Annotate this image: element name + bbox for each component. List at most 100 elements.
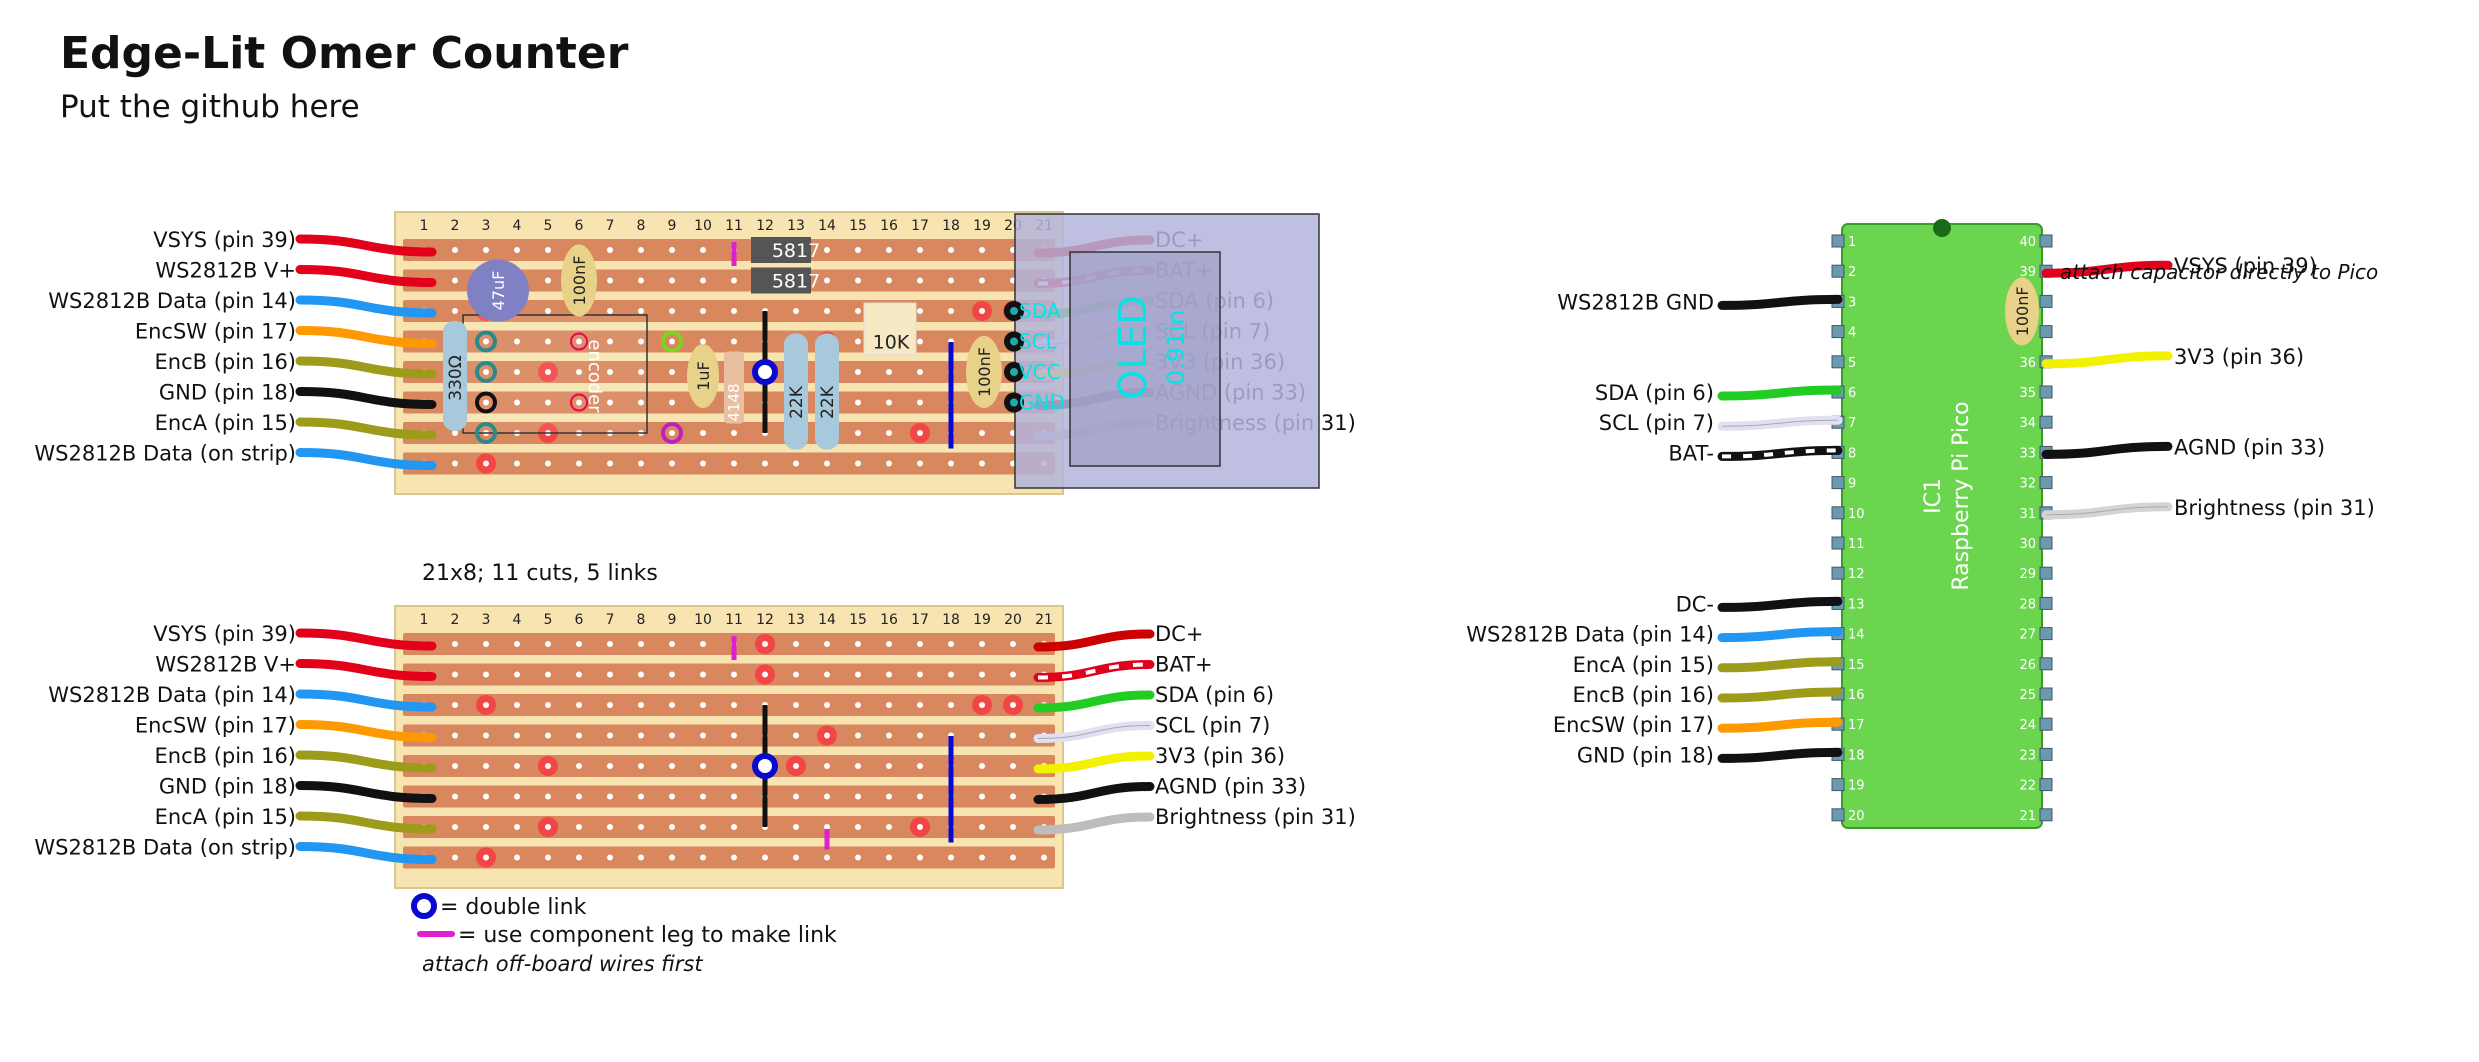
strip-hole bbox=[917, 369, 923, 375]
strip-hole bbox=[731, 671, 737, 678]
diode-4148-label: 4148 bbox=[725, 383, 743, 421]
strip-hole bbox=[731, 308, 737, 314]
strip-hole bbox=[545, 277, 551, 284]
strip-hole bbox=[576, 732, 582, 739]
resistor-22k bbox=[784, 333, 808, 450]
column-number: 13 bbox=[787, 612, 805, 628]
strip-hole bbox=[669, 277, 675, 284]
pico-wire-right bbox=[2041, 260, 2173, 278]
strip-hole bbox=[483, 247, 489, 253]
pico-pin bbox=[2039, 687, 2053, 701]
strip-hole bbox=[917, 338, 923, 345]
wire-right-label: Brightness (pin 31) bbox=[1155, 805, 1356, 829]
pico-wire-right bbox=[2041, 441, 2173, 459]
pico-pin bbox=[2039, 294, 2053, 308]
pico-wire-left-label: SCL (pin 7) bbox=[1599, 411, 1714, 435]
strip-hole bbox=[886, 277, 892, 284]
strip-hole bbox=[979, 277, 985, 284]
strip-hole bbox=[545, 338, 551, 345]
encoder-pin bbox=[570, 332, 588, 351]
pico-wire-outline bbox=[1721, 419, 1839, 427]
wire-left-label: WS2812B Data (pin 14) bbox=[48, 289, 296, 313]
wire-right-label: DC+ bbox=[1155, 622, 1203, 646]
strip-hole bbox=[886, 430, 892, 436]
track-cut-hole bbox=[545, 824, 551, 830]
wire-right-label: BAT+ bbox=[1155, 653, 1213, 677]
pico-pin-number: 19 bbox=[1848, 779, 1865, 794]
column-number: 17 bbox=[911, 218, 929, 234]
strip-hole bbox=[793, 824, 799, 830]
capacitor-100nf-right-label: 100nF bbox=[975, 347, 994, 397]
strip-hole bbox=[452, 308, 458, 314]
strip-hole bbox=[545, 793, 551, 800]
pico-pin bbox=[1831, 355, 1845, 369]
copper-strip bbox=[403, 422, 1055, 444]
strip-hole bbox=[793, 671, 799, 678]
strip-hole bbox=[638, 763, 644, 769]
strip-hole bbox=[731, 793, 737, 800]
strip-hole bbox=[948, 247, 954, 253]
strip-hole bbox=[948, 277, 954, 284]
pico-wire-left bbox=[1717, 687, 1843, 703]
strip-hole bbox=[576, 671, 582, 678]
pico-pin-number: 24 bbox=[2019, 718, 2036, 733]
strip-hole bbox=[607, 854, 613, 861]
strip-hole bbox=[514, 460, 520, 467]
strip-hole bbox=[514, 854, 520, 861]
strip-hole bbox=[607, 308, 613, 314]
strip-hole bbox=[793, 854, 799, 861]
strip-hole bbox=[855, 308, 861, 314]
pico-pin-number: 13 bbox=[1848, 597, 1865, 612]
potentiometer-10k bbox=[863, 302, 917, 356]
wire-left-label: WS2812B V+ bbox=[155, 259, 296, 283]
strip-hole bbox=[1010, 763, 1016, 769]
strip-hole bbox=[793, 793, 799, 800]
wire-right bbox=[1033, 690, 1155, 713]
pico-pin-number: 29 bbox=[2019, 567, 2036, 582]
strip-hole bbox=[886, 763, 892, 769]
strip-hole bbox=[979, 430, 985, 436]
pico-cap-note: attach capacitor directly to Pico bbox=[2060, 260, 2378, 284]
pico-pin-number: 36 bbox=[2019, 356, 2036, 371]
oled-pin-label: SCL bbox=[1019, 330, 1058, 354]
strip-hole bbox=[824, 308, 830, 314]
wire-left-label: WS2812B Data (on strip) bbox=[34, 836, 296, 860]
wire-left bbox=[295, 659, 437, 681]
capacitor-100nf-label: 100nF bbox=[570, 256, 589, 306]
strip-hole bbox=[824, 277, 830, 284]
pico-pin-number: 26 bbox=[2019, 658, 2036, 673]
strip-hole bbox=[824, 671, 830, 678]
strip-hole bbox=[824, 247, 830, 253]
oled-label: OLED bbox=[1111, 295, 1155, 399]
strip-hole bbox=[700, 247, 706, 253]
track-cut-hole bbox=[917, 430, 923, 436]
column-number: 15 bbox=[849, 218, 867, 234]
strip-hole bbox=[855, 641, 861, 647]
strip-hole bbox=[669, 854, 675, 861]
strip-hole bbox=[700, 854, 706, 861]
column-number: 10 bbox=[694, 612, 712, 628]
strip-hole bbox=[855, 277, 861, 284]
pico-pin bbox=[2039, 717, 2053, 731]
pico-wire-left bbox=[1717, 385, 1843, 401]
column-number: 18 bbox=[942, 218, 960, 234]
strip-hole bbox=[452, 732, 458, 739]
oled-pin-label: SDA bbox=[1019, 299, 1061, 323]
strip-hole bbox=[855, 793, 861, 800]
strip-hole bbox=[824, 763, 830, 769]
strip-hole bbox=[669, 338, 675, 345]
pico-pin-number: 27 bbox=[2019, 628, 2036, 643]
wire-left-label: EncA (pin 15) bbox=[155, 411, 296, 435]
copper-strip bbox=[403, 633, 1055, 655]
strip-hole bbox=[700, 702, 706, 708]
column-number: 11 bbox=[725, 218, 743, 234]
capacitor-47uf bbox=[467, 259, 529, 322]
wire-left bbox=[295, 811, 437, 834]
pico-pin-number: 31 bbox=[2019, 507, 2036, 522]
strip-hole bbox=[669, 671, 675, 678]
capacitor-47uf-label: 47uF bbox=[489, 271, 508, 311]
pico-pin-number: 34 bbox=[2019, 416, 2036, 431]
strip-hole bbox=[576, 399, 582, 406]
strip-hole bbox=[638, 854, 644, 861]
strip-hole bbox=[824, 460, 830, 467]
